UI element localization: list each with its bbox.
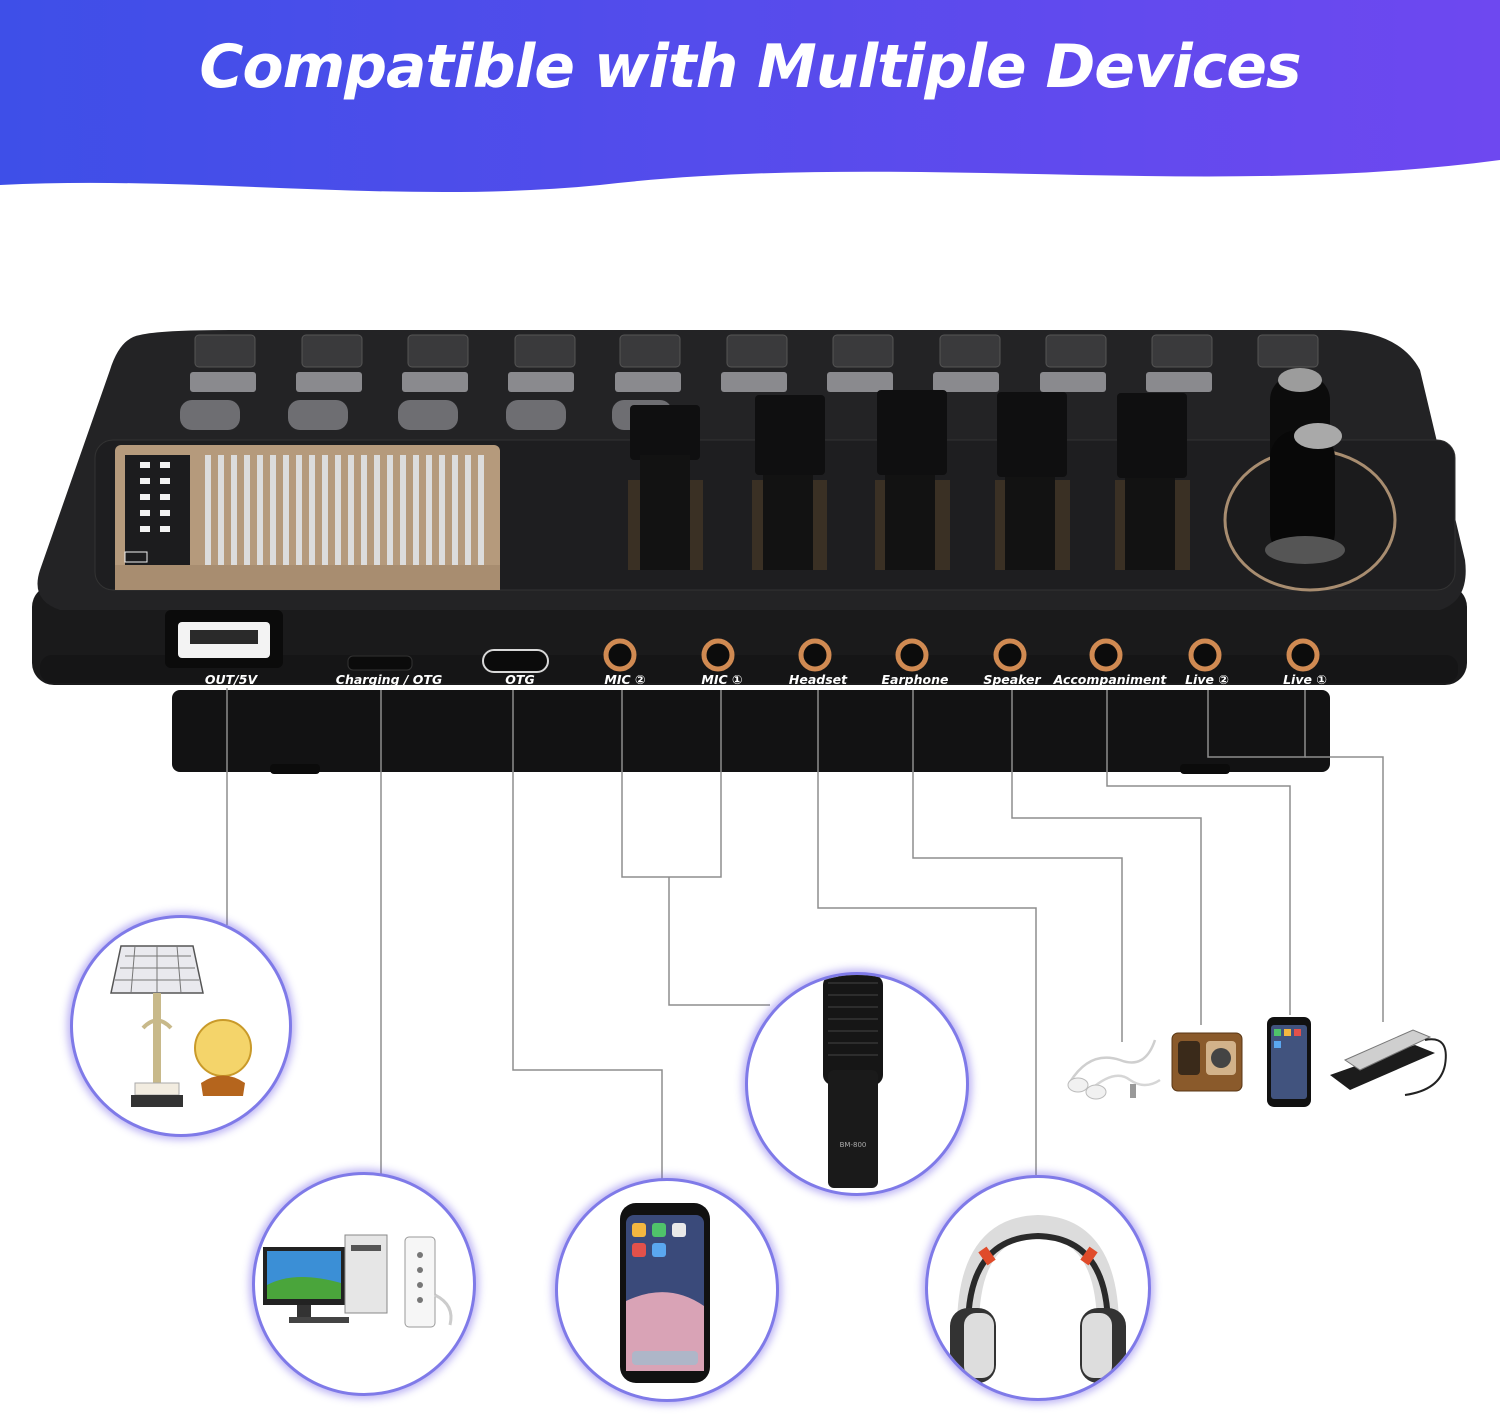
knobs (1223, 368, 1397, 592)
level-meter (205, 455, 484, 565)
computer-circle (252, 1172, 476, 1396)
port-label-accompaniment: Accompaniment (1053, 672, 1167, 687)
phone-otg-circle (555, 1178, 779, 1402)
smartphone-icon (620, 1203, 710, 1383)
lamp-icon (110, 945, 252, 1107)
port-label-charging-otg: Charging / OTG (335, 672, 443, 687)
port-label-speaker: Speaker (983, 672, 1041, 687)
banner-background (0, 0, 1500, 193)
mic-model-label: BM-800 (840, 1141, 867, 1149)
radio-speaker-icon (1171, 1032, 1243, 1092)
port-label-earphone: Earphone (881, 672, 949, 687)
ports-row (165, 610, 1320, 673)
port-label-out-5v: OUT/5V (204, 672, 258, 687)
microphone-icon: BM-800 (823, 975, 883, 1188)
port-label-mic-1: MIC ① (701, 672, 743, 687)
page-title: Compatible with Multiple Devices (199, 32, 1301, 102)
desktop-computer-icon (263, 1234, 453, 1328)
smartphone-live-icon (1267, 1017, 1311, 1107)
sustain-pedal-icon (1330, 1029, 1447, 1096)
lamp-circle (70, 915, 292, 1137)
headphones-circle (925, 1175, 1151, 1401)
port-label-live-1: Live ① (1283, 672, 1327, 687)
port-label-otg: OTG (505, 672, 535, 687)
microphone-circle: BM-800 (745, 972, 969, 1196)
header-banner: Compatible with Multiple Devices (0, 0, 1500, 200)
headphones-icon (950, 1214, 1126, 1383)
earphones-icon (1067, 1039, 1161, 1100)
port-label-mic-2: MIC ② (604, 672, 646, 687)
port-label-live-2: Live ② (1185, 672, 1229, 687)
port-label-headset: Headset (788, 672, 848, 687)
faders (628, 390, 1190, 570)
